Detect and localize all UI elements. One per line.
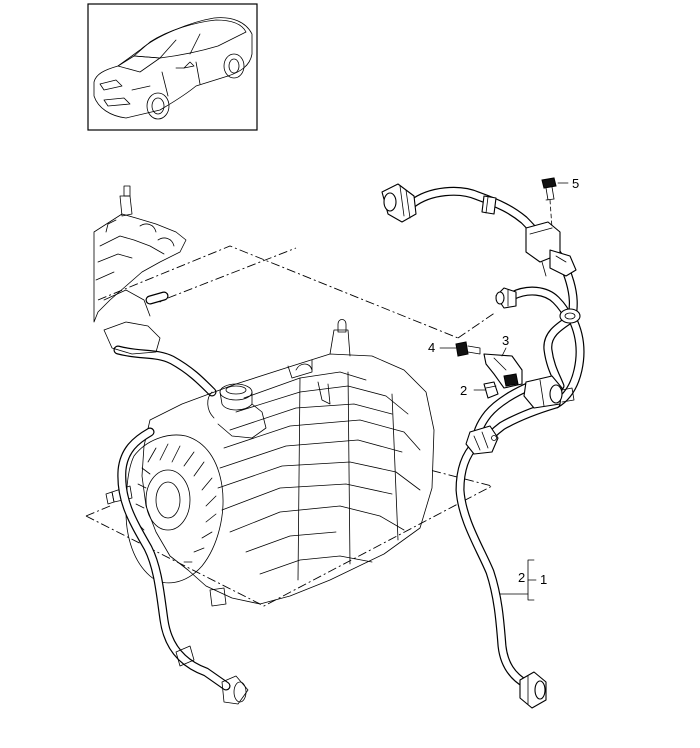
part-1-hose-line (381, 183, 585, 709)
callout-2-clamp: 2 (460, 383, 467, 398)
callout-leaders (439, 182, 569, 601)
callout-labels: 5 3 4 2 2 1 (428, 176, 579, 587)
callout-4: 4 (428, 340, 435, 355)
engine-assembly (93, 185, 435, 705)
part-4-bolt (455, 341, 481, 357)
callout-3: 3 (502, 333, 509, 348)
part-5-bolt (541, 177, 557, 229)
part-3-bracket (483, 353, 523, 389)
callout-1: 1 (540, 572, 547, 587)
vehicle-thumbnail (87, 3, 258, 131)
part-2-clamp (483, 381, 499, 399)
callout-2-hose: 2 (518, 570, 525, 585)
car-thumbnail-icon (93, 17, 253, 120)
callout-5: 5 (572, 176, 579, 191)
